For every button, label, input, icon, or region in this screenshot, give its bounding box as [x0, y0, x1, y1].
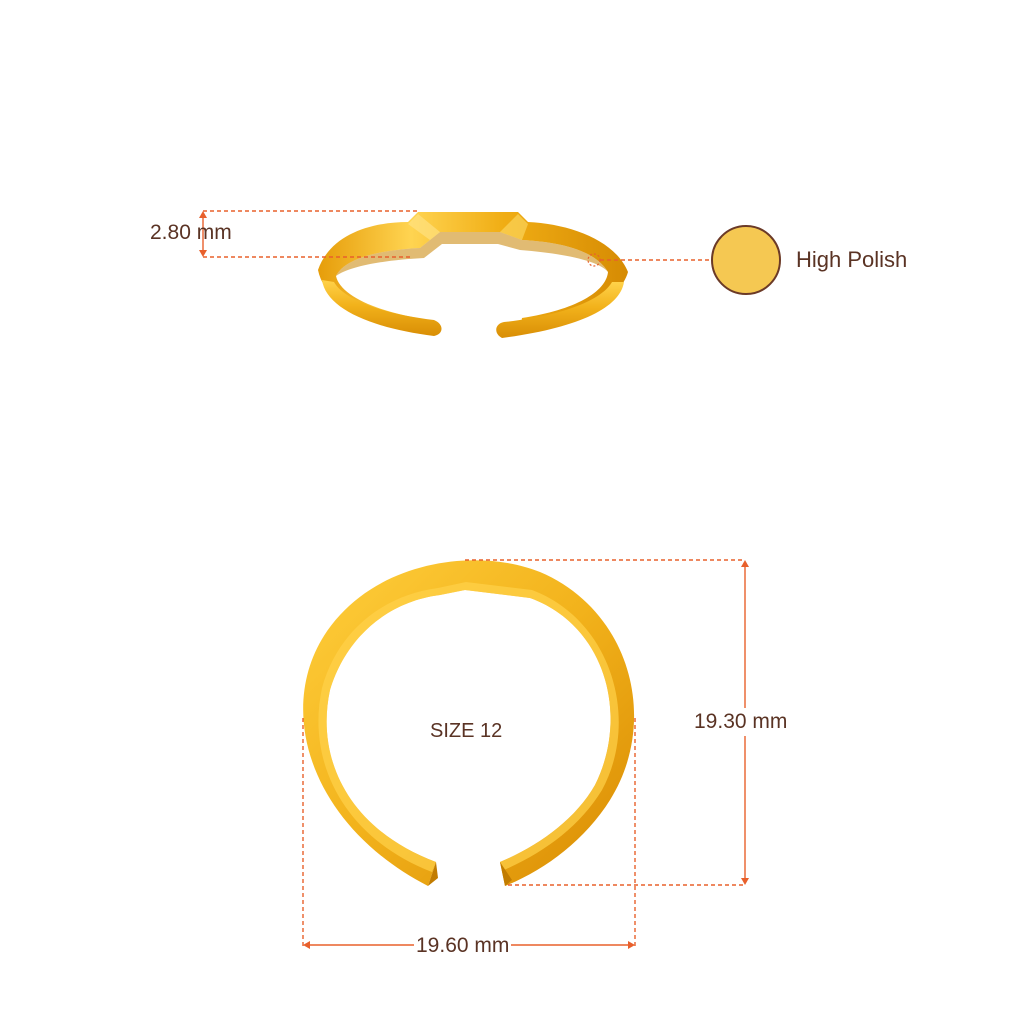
ring-side-view — [318, 212, 628, 338]
ring-side-inner-shadow — [336, 232, 608, 276]
thickness-dimension — [199, 210, 420, 258]
finish-pointer — [587, 253, 712, 267]
ring-side-left-end — [322, 280, 442, 336]
ring-side-facet-right — [500, 214, 528, 240]
ring-side-right-end — [496, 282, 624, 338]
width-label: 19.60 mm — [414, 934, 512, 958]
width-dimension — [302, 718, 636, 949]
height-label: 19.30 mm — [694, 708, 788, 736]
finish-label: High Polish — [796, 247, 908, 272]
ring-size-label: SIZE 12 — [430, 720, 503, 742]
ring-side-facet — [408, 214, 440, 240]
ring-front-view — [303, 560, 635, 886]
thickness-label: 2.80 mm — [150, 221, 232, 244]
high-polish-swatch — [711, 225, 781, 295]
ring-side-band — [318, 212, 628, 334]
